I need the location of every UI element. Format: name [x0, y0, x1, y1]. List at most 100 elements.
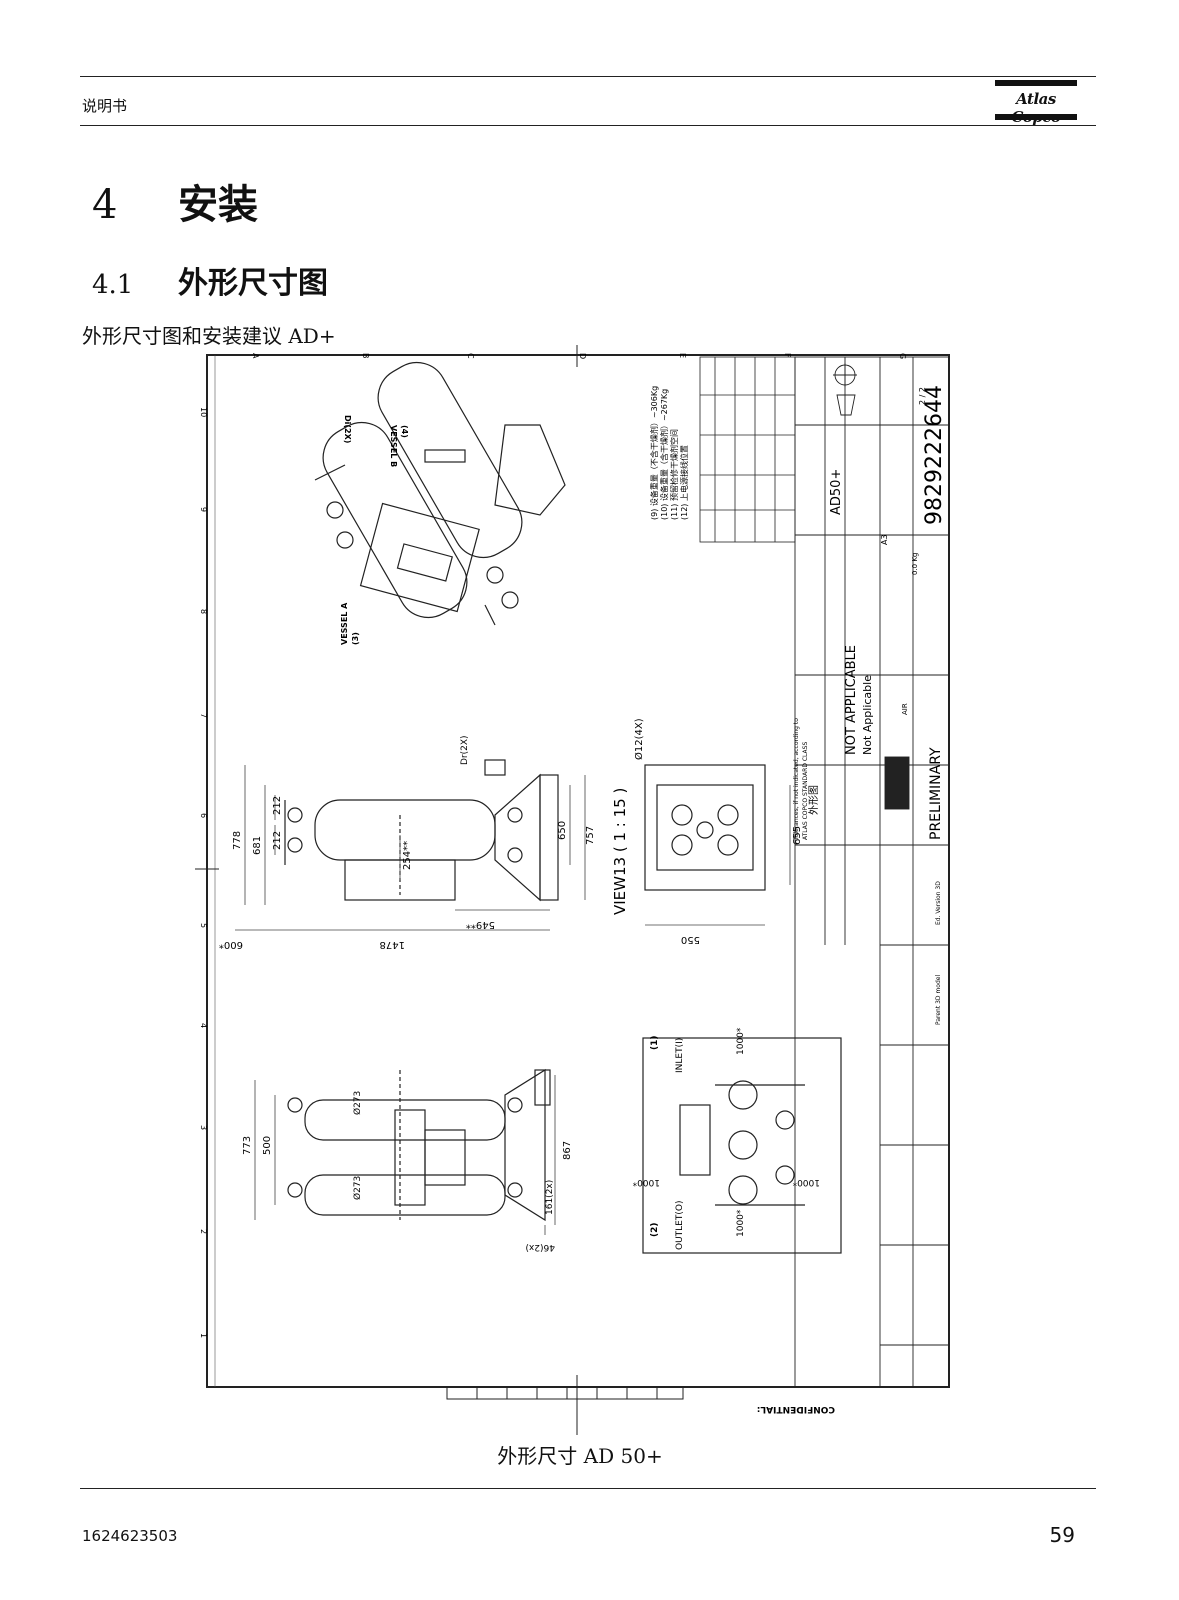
outlet-label: OUTLET(O) — [675, 1201, 685, 1250]
iso-labels: VESSEL A (3) VESSEL B (4) Di(2X) — [340, 415, 409, 645]
inlet-label: INLET(I) — [675, 1038, 685, 1073]
drawn-by-value: AIR — [901, 703, 909, 715]
top-view — [642, 1037, 842, 1254]
dim-650: 650 — [557, 821, 568, 840]
tolerances-note: Tolerances, if not indicated, according … — [793, 718, 800, 841]
document-number: 1624623503 — [82, 1527, 178, 1545]
vessel-b-number: (4) — [400, 425, 409, 438]
zone-f: F — [783, 353, 792, 358]
side-view-dims — [235, 765, 586, 931]
parts-table — [699, 356, 796, 543]
dim-273-a: Ø273 — [352, 1091, 363, 1115]
header-rule-bottom — [80, 125, 1096, 126]
view-13-title: VIEW13 ( 1 : 15 ) — [611, 788, 629, 915]
preliminary-stamp: PRELIMINARY — [928, 747, 944, 840]
vessel-b-label: VESSEL B — [389, 425, 398, 467]
top-border-zone-letters: A B C D E F G — [207, 353, 949, 359]
treatment-value: Not Applicable — [861, 675, 874, 755]
zone-b: B — [361, 353, 370, 359]
dim-212-b: 212 — [272, 831, 283, 850]
note-12: (12) 上电源接线位置 — [679, 445, 689, 520]
di-label: Di(2X) — [343, 415, 352, 443]
dim-1000-c: 1000* — [632, 1177, 660, 1187]
drawing-notes: (9) 设备重量（不含干燥剂）~306Kg (10) 设备重量（含干燥剂）~26… — [649, 386, 689, 520]
zone-c: C — [466, 353, 475, 359]
svg-text:9: 9 — [199, 507, 208, 512]
standard-class: ATLAS COPCO STANDARD CLASS — [802, 742, 809, 840]
svg-text:7: 7 — [199, 713, 208, 718]
zone-d: D — [578, 353, 587, 359]
side-view — [284, 759, 559, 902]
dim-1000-a: 1000* — [736, 1027, 746, 1055]
dim-757: 757 — [585, 826, 596, 845]
dim-1000-d: 1000* — [792, 1177, 820, 1187]
dimension-drawing: A B C D E F G 10 9 8 7 6 5 4 3 2 1 CONFI… — [195, 345, 950, 1435]
figure-caption: 外形尺寸 AD 50+ — [497, 1444, 663, 1468]
svg-text:2: 2 — [199, 1229, 208, 1234]
section-number: 4.1 — [92, 270, 134, 300]
dim-778: 778 — [232, 831, 243, 850]
dim-550: 550 — [681, 934, 700, 945]
weight-value: 0.0 Kg — [911, 553, 919, 575]
svg-text:4: 4 — [199, 1023, 208, 1028]
drawing-number: 9829222644 — [922, 385, 947, 525]
chapter-title: 安装 — [178, 181, 258, 228]
front-dim-labels: 773 500 Ø273 Ø273 867 161(2x) 46(2x) — [242, 1091, 573, 1252]
dim-273-b: Ø273 — [352, 1176, 363, 1200]
view-13 — [644, 764, 791, 926]
dim-681: 681 — [252, 836, 263, 855]
scale-value: A3 — [880, 534, 889, 545]
header-label: 说明书 — [82, 97, 128, 115]
dim-1000-b: 1000* — [736, 1209, 746, 1237]
dim-161: 161(2x) — [545, 1180, 555, 1215]
model-number: AD50+ — [829, 469, 844, 515]
section-heading: 4.1 外形尺寸图 — [92, 258, 328, 302]
svg-text:3: 3 — [199, 1125, 208, 1130]
dim-655: 655 — [792, 826, 803, 845]
top-view-labels: (1) INLET(I) (2) OUTLET(O) 1000* 1000* 1… — [632, 1027, 820, 1250]
section-title: 外形尺寸图 — [178, 266, 328, 301]
zone-a: A — [251, 353, 260, 359]
dim-549: 549** — [466, 919, 495, 930]
svg-text:5: 5 — [199, 923, 208, 928]
note-9: (9) 设备重量（不含干燥剂）~306Kg — [649, 386, 659, 520]
svg-text:8: 8 — [199, 609, 208, 614]
dim-600: 600* — [219, 939, 243, 950]
zone-e: E — [678, 353, 687, 358]
sheet-number: 2 / 2 — [918, 387, 927, 405]
svg-text:1: 1 — [199, 1333, 208, 1338]
chapter-number: 4 — [92, 182, 118, 228]
inlet-number: (1) — [650, 1036, 660, 1051]
dim-773: 773 — [242, 1136, 253, 1155]
dim-46: 46(2x) — [525, 1242, 555, 1252]
note-10: (10) 设备重量（含干燥剂）~267Kg — [659, 389, 669, 520]
dim-254: 254** — [402, 841, 413, 870]
vessel-a-number: (3) — [351, 632, 360, 645]
figure-subtitle: 外形尺寸图和安装建议 AD+ — [82, 324, 336, 348]
front-view — [287, 1068, 551, 1222]
zone-g: G — [898, 353, 907, 359]
left-border-zone-numbers: 10 9 8 7 6 5 4 3 2 1 — [199, 407, 208, 1338]
dim-867: 867 — [562, 1141, 573, 1160]
brand-text: Atlas Copco — [1011, 90, 1061, 126]
page-number: 59 — [1049, 1523, 1075, 1547]
title-block — [794, 356, 950, 1388]
svg-text:10: 10 — [199, 407, 208, 417]
outlet-number: (2) — [650, 1223, 660, 1238]
iso-view — [314, 361, 566, 626]
dr-label: Dr(2X) — [460, 735, 470, 765]
bottom-tab-strip — [446, 1386, 684, 1400]
footer-rule — [80, 1488, 1096, 1489]
side-dim-labels: 778 681 212 212 254** 650 757 549** 1478… — [219, 735, 596, 950]
atlas-copco-logo: Atlas Copco — [995, 80, 1077, 126]
front-view-dims — [254, 1075, 556, 1235]
title-block-text: AD50+ 9829222644 2 / 2 PRELIMINARY 外形图 N… — [793, 385, 947, 1025]
part-name: 外形图 — [808, 785, 820, 815]
material-value: NOT APPLICABLE — [844, 645, 859, 755]
view-13-labels: VIEW13 ( 1 : 15 ) Ø12(4X) 550 655 — [611, 718, 803, 945]
dim-500: 500 — [262, 1136, 273, 1155]
hole-label: Ø12(4X) — [633, 718, 645, 760]
svg-text:6: 6 — [199, 813, 208, 818]
parent-model-label: Parent 3D model — [935, 975, 942, 1025]
dim-212-a: 212 — [272, 796, 283, 815]
